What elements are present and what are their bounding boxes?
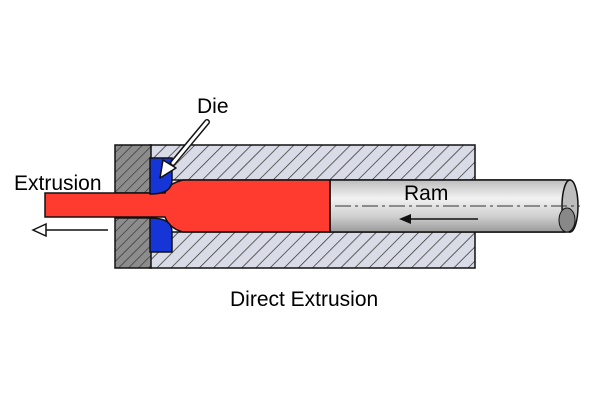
ram <box>329 179 580 233</box>
die-label: Die <box>197 95 229 118</box>
arrow-left-icon <box>31 222 108 238</box>
pointer-arrow-icon <box>159 119 210 179</box>
extrusion-label: Extrusion <box>14 172 102 195</box>
arrow-left-icon <box>399 214 478 224</box>
ram-label: Ram <box>404 182 448 205</box>
diagram-caption: Direct Extrusion <box>230 288 378 311</box>
